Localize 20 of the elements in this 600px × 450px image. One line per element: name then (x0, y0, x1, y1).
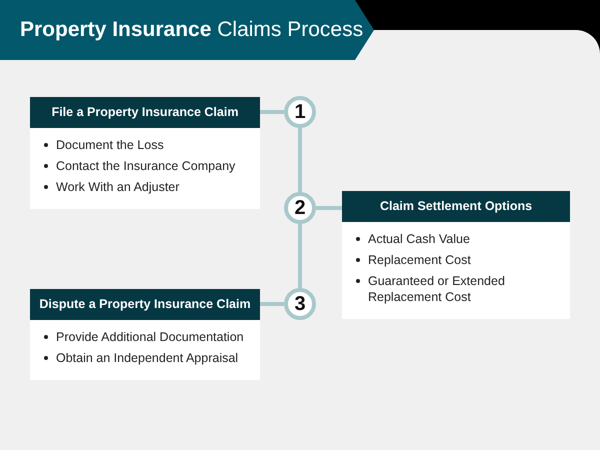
bullet-item: Actual Cash Value (356, 231, 556, 247)
bullet-item: Contact the Insurance Company (44, 158, 246, 174)
bullet-item: Work With an Adjuster (44, 179, 246, 195)
connector-line (260, 110, 284, 114)
step-card (342, 191, 570, 319)
bullet-item: Obtain an Independent Appraisal (44, 350, 246, 366)
card-header: Dispute a Property Insurance Claim (30, 289, 260, 320)
connector-line (298, 224, 302, 288)
step-card (30, 97, 260, 209)
connector-line (316, 206, 342, 210)
card-header: File a Property Insurance Claim (30, 97, 260, 128)
step-card (30, 289, 260, 380)
bullet-item: Guaranteed or Extended Replacement Cost (356, 273, 556, 305)
bullet-item: Provide Additional Documentation (44, 329, 246, 345)
connector-line (298, 128, 302, 192)
connector-line (260, 302, 284, 306)
card-header: Claim Settlement Options (342, 191, 570, 222)
title: Property Insurance Claims Process (20, 17, 364, 44)
bullet-item: Replacement Cost (356, 252, 556, 268)
bullet-item: Document the Loss (44, 137, 246, 153)
